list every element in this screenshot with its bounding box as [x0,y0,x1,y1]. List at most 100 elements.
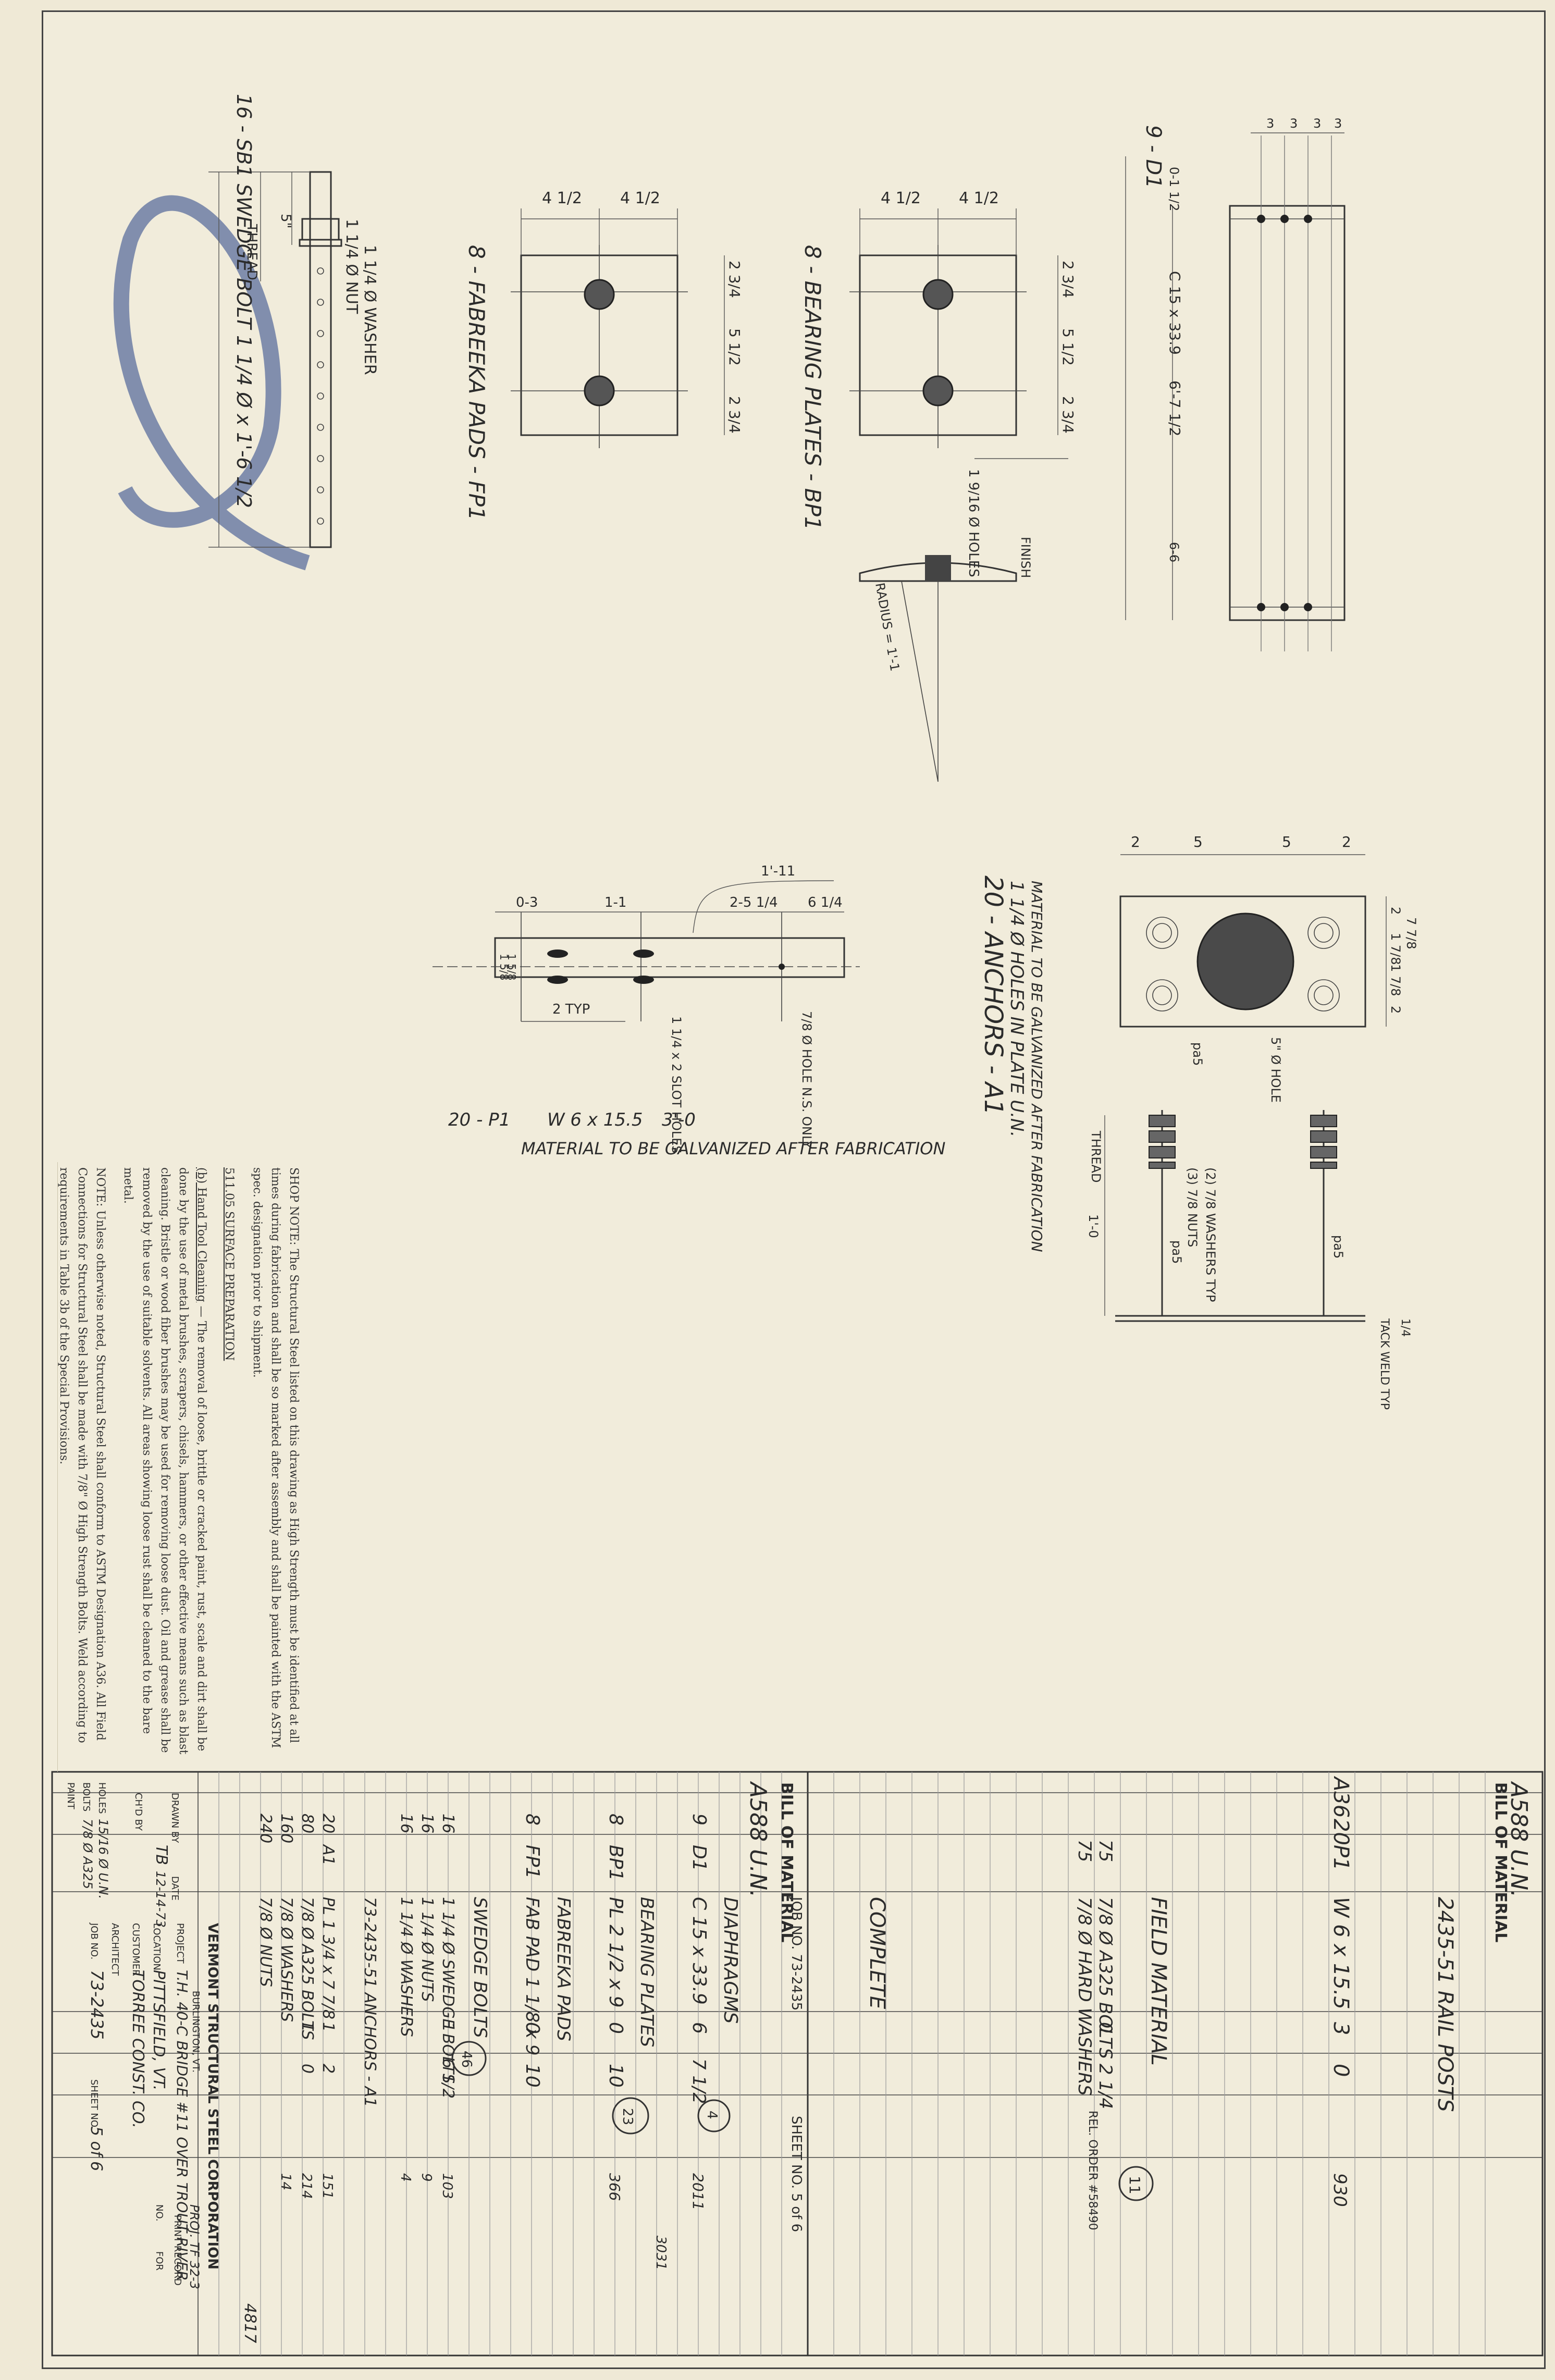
bearing-dim-3: 2 3/4 [1059,261,1077,298]
bom-circle-text: 11 [1126,2176,1143,2194]
bom-row-ft: 1 [439,2022,457,2032]
bom-row-desc: 7/8 Ø NUTS [256,1897,275,1987]
anchor-side-dim: 1 7/8 [1388,933,1403,965]
fabreeka-dim-1: 4 1/2 [542,189,582,207]
bom-row-ft: 0 [1095,2022,1116,2033]
bom-job: JOB NO. 73-2435 [788,1896,804,2011]
diaphragm-detail: 9 - D1 C 15 x 33.9 6'-7 1/2 0-1 1/2 6-6 … [1125,116,1346,651]
tb-proj-ref: PROJ. TF 32-3 [187,2204,202,2289]
bom-row-no: 16 [418,1814,436,1833]
bom-row-in: 7 1/2 [688,2058,709,2104]
bearing-dim-4: 5 1/2 [1059,328,1077,366]
bom-row-no: 160 [277,1814,295,1843]
post-slot: 1 1/4 x 2 SLOT HOLES [669,1016,684,1154]
bom-row-desc: FAB PAD 1 1/8 x 9 [522,1897,542,2056]
bom-circle [612,2097,649,2135]
bom-circle-text: 23 [620,2108,635,2125]
anchor-tack: TACK WELD TYP [1378,1318,1391,1410]
bom-row-spec: A36 [1329,1775,1353,1818]
bearing-dim-1: 4 1/2 [881,189,921,207]
tb-sheet-label: SHEET NO. [89,2079,100,2130]
fabreeka-dim-4: 5 1/2 [726,328,743,366]
bom-circle [1118,2166,1154,2201]
bom-heading: 73-2435-51 ANCHORS - A1 [361,1897,379,2107]
bom-row-no: 75 [1074,1840,1095,1862]
anchor-sub-2: MATERIAL TO BE GALVANIZED AFTER FABRICAT… [1028,881,1045,1252]
anchor-pa: pa5 [1190,1042,1205,1066]
bom-row-desc: FIELD MATERIAL [1146,1897,1170,2066]
post-dim: 1-1 [604,895,626,910]
bom-row-desc: C 15 x 33.9 [688,1897,710,2005]
bom-circle [451,2041,487,2076]
bom-row-weight: 214 [299,2173,314,2199]
bearing-title: 8 - BEARING PLATES - BP1 [800,245,825,531]
anchor-detail: 2 5 5 2 2 1 7/8 1 7/8 2 7 7/8 5" Ø HOLE … [979,833,1418,1410]
bom-row-in: 10 [605,2064,626,2088]
tb-print-record: PRINT RECORD [172,2215,183,2286]
general-note: NOTE: Unless otherwise noted, Structural… [57,1167,107,1743]
tb-no-label: NO. [154,2204,165,2222]
bom-row-mark: BP1 [605,1845,626,1881]
bearing-hole [922,279,954,310]
bom-title-2: BILL OF MATERIAL [778,1782,796,1942]
tb-job-label: JOB NO. [89,1922,100,1959]
bearing-dim-5: 2 3/4 [1059,396,1077,434]
post-title: 20 - P1 [448,1109,510,1130]
tb-chk-label: CH'D BY [133,1793,144,1831]
bom-row-in: 10 [522,2064,543,2088]
bom-row-weight: 930 [1329,2173,1350,2207]
tb-holes-label: HOLES [96,1782,107,1814]
tb-drawn: TB [152,1845,170,1865]
bom-row-ft: 1 [298,2022,316,2032]
fabreeka-title: 8 - FABREEKA PADS - FP1 [464,245,489,521]
bom-row-desc: 1 1/4 Ø SWEDGE BOLTS [439,1897,457,2083]
bom-row-desc: PL 2 1/2 x 9 [605,1897,626,2008]
diaphragm-end-1: 0-1 1/2 [1167,167,1181,211]
post-hole: 7/8 Ø HOLE N.S. ONLY [799,1011,814,1149]
post-gauge: 1 5/8 [498,954,510,980]
bearing-holes-note: 1 9/16 Ø HOLES [966,469,981,577]
tb-location-label: LOCATION [151,1923,162,1970]
anchor-center-hole [1196,912,1294,1010]
blue-pencil-scribble [113,195,310,571]
bom-row-desc: 1 1/4 Ø WASHERS [397,1897,415,2037]
tb-paint-label: PAINT [65,1782,76,1810]
surface-prep-heading: 511.05 SURFACE PREPARATION [223,1167,236,1361]
bom-heading: DIAPHRAGMS [720,1897,741,2024]
bom-heading: BEARING PLATES [636,1897,657,2047]
bom-circle-text: 46 [459,2051,474,2068]
bom-heading: FABREEKA PADS [553,1897,574,2041]
bom-row-no: 8 [605,1814,626,1826]
notes-block: SHOP NOTE: The Structural Steel listed o… [57,1162,308,1772]
bom-lower-spec: A588 U.N. [745,1781,771,1897]
anchor-side-dim: 2 [1388,907,1403,915]
bom-row-weight: 9 [418,2173,434,2182]
swedge-thread-label: THREAD [244,224,260,280]
tb-date: 12-14-73 [153,1871,168,1928]
bom-row-ft: 0 [522,2022,543,2034]
bom-title: BILL OF MATERIAL [1491,1782,1510,1942]
bom-circle-text: 4 [704,2111,720,2119]
bom-row-desc: 7/8 Ø A325 BOLTS [1095,1897,1116,2059]
post-dim: 0-3 [516,895,538,910]
anchor-dim: 5 [1193,833,1203,850]
swedge-title: 16 - SB1 SWEDGE BOLT 1 1/4 Ø x 1'-6 1/2 [232,94,255,508]
swedge-nut-label: 1 1/4 Ø NUT [342,219,361,314]
anchor-nuts: (3) 7/8 NUTS [1185,1167,1200,1247]
anchor-thread: THREAD [1089,1130,1103,1182]
tb-bolts: 7/8 Ø A325 [80,1819,95,1889]
diaphragm-spacing: 3 [1313,116,1321,131]
bom-row-ft: 1 [319,2022,337,2032]
bom-rel-order: REL. ORDER #58490 [1086,2111,1099,2230]
fabreeka-pad-detail: 4 1/2 4 1/2 2 3/4 5 1/2 2 3/4 8 - FABREE… [464,189,743,521]
fabreeka-dim-2: 4 1/2 [620,189,660,207]
anchor-sub-1: 1 1/4 Ø HOLES IN PLATE U.N. [1006,881,1027,1137]
tb-project-label: PROJECT [175,1923,186,1964]
swedge-washer-label: 1 1/4 Ø WASHER [361,245,379,375]
bom-row-desc: 2435-51 RAIL POSTS [1433,1897,1457,2112]
bom-row-in: 0 [1329,2064,1353,2077]
anchor-pa: pa5 [1169,1240,1184,1264]
bom-total: 4817 [241,2303,259,2343]
anchor-dim: 2 [1131,833,1140,850]
anchor-dim: 2 [1342,833,1351,850]
